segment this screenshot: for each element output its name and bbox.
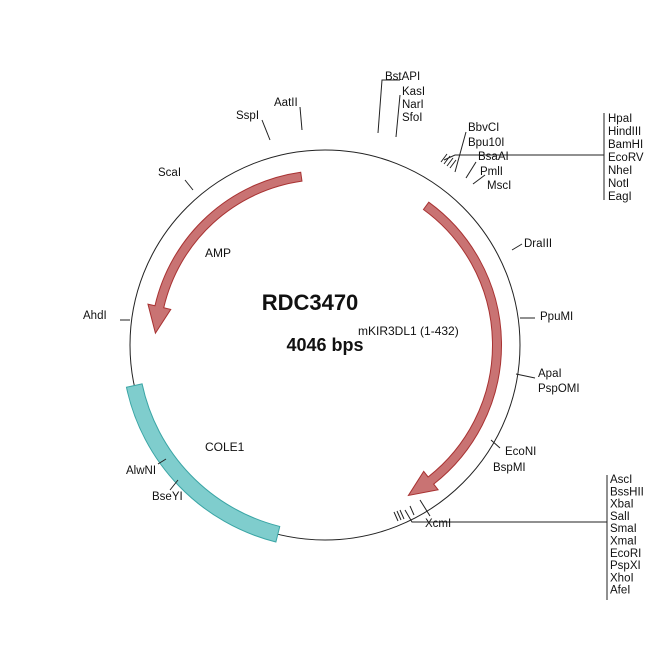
site-bbvci[interactable]: BbvCI	[468, 122, 499, 134]
plasmid-name: RDC3470	[262, 290, 359, 315]
site-eagi[interactable]: EagI	[608, 191, 632, 203]
backbone-circle	[129, 149, 521, 541]
site-nhei[interactable]: NheI	[608, 165, 632, 177]
site-bamhi[interactable]: BamHI	[608, 139, 643, 151]
site-ppumi[interactable]: PpuMI	[540, 311, 573, 323]
site-bsshii[interactable]: BssHII	[610, 486, 644, 498]
site-sspi[interactable]: SspI	[236, 110, 259, 122]
site-nari[interactable]: NarI	[402, 99, 424, 111]
site-pspxi[interactable]: PspXI	[610, 560, 641, 572]
insert-label: mKIR3DL1 (1-432)	[358, 324, 459, 338]
site-smai[interactable]: SmaI	[610, 523, 637, 535]
site-sali[interactable]: SalI	[610, 511, 630, 523]
site-hpai[interactable]: HpaI	[608, 113, 632, 125]
site-pmli[interactable]: PmlI	[480, 166, 503, 178]
amp-label: AMP	[205, 246, 231, 260]
cole1-label: COLE1	[205, 440, 245, 454]
site-ecorv[interactable]: EcoRV	[608, 152, 644, 164]
site-bseyi[interactable]: BseYI	[152, 491, 183, 503]
site-bpu10i[interactable]: Bpu10I	[468, 137, 504, 149]
cole1-feature[interactable]	[125, 383, 281, 543]
site-ecori[interactable]: EcoRI	[610, 548, 641, 560]
site-asci[interactable]: AscI	[610, 474, 632, 486]
site-aatii[interactable]: AatII	[274, 97, 298, 109]
plasmid-size: 4046 bps	[286, 335, 363, 355]
site-xbai[interactable]: XbaI	[610, 499, 634, 511]
site-scai[interactable]: ScaI	[158, 167, 181, 179]
site-lines	[120, 79, 608, 600]
site-bsaai[interactable]: BsaAI	[478, 151, 509, 163]
site-xmai[interactable]: XmaI	[610, 536, 637, 548]
site-labels: BstAPI KasI NarI SfoI SspI AatII ScaI Bb…	[83, 71, 644, 597]
mcs2-list: AscIBssHIIXbaISalISmaIXmaIEcoRIPspXIXhoI…	[610, 474, 644, 597]
site-ahdi[interactable]: AhdI	[83, 310, 107, 322]
site-xhoi[interactable]: XhoI	[610, 572, 634, 584]
site-hindiii[interactable]: HindIII	[608, 126, 641, 138]
site-alwni[interactable]: AlwNI	[126, 465, 156, 477]
site-bstapi[interactable]: BstAPI	[385, 71, 420, 83]
site-xcmi[interactable]: XcmI	[425, 518, 451, 530]
site-msci[interactable]: MscI	[487, 180, 511, 192]
site-afei[interactable]: AfeI	[610, 585, 630, 597]
site-apai[interactable]: ApaI	[538, 368, 562, 380]
site-draiii[interactable]: DraIII	[524, 238, 552, 250]
site-pspomi[interactable]: PspOMI	[538, 383, 580, 395]
site-kasi[interactable]: KasI	[402, 86, 425, 98]
site-sfoi[interactable]: SfoI	[402, 112, 422, 124]
insert-arrow[interactable]	[407, 201, 502, 497]
amp-arrow[interactable]	[147, 171, 303, 335]
site-noti[interactable]: NotI	[608, 178, 629, 190]
site-bspmi[interactable]: BspMI	[493, 462, 526, 474]
site-econi[interactable]: EcoNI	[505, 446, 536, 458]
